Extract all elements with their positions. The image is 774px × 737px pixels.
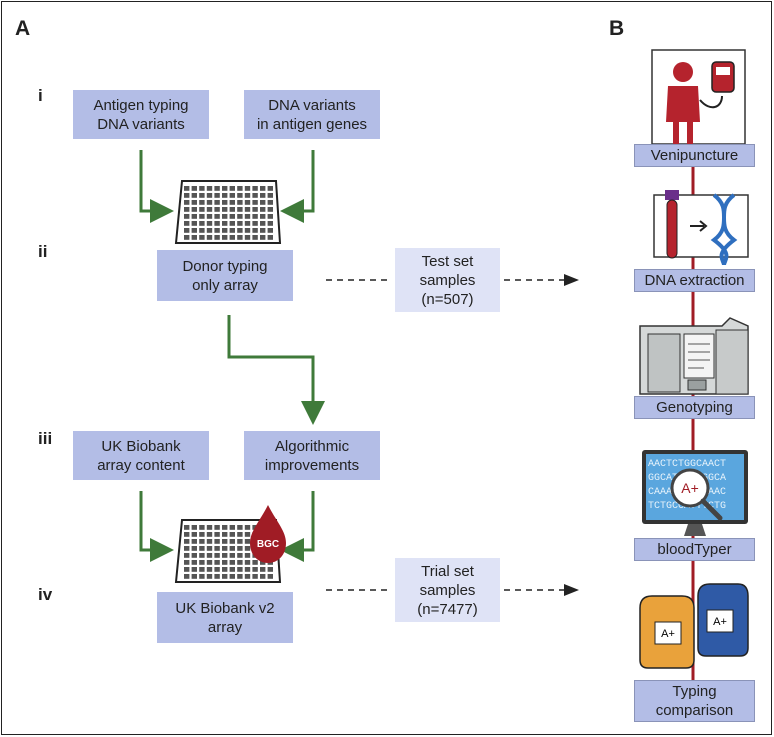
panel-b-label: B: [609, 17, 625, 40]
step-i-label: i: [38, 86, 43, 105]
step-iii-label: iii: [38, 429, 53, 448]
trial-set-box: Trial set samples (n=7477): [395, 558, 500, 622]
typing-comparison-label: Typing comparison: [634, 680, 755, 722]
arrow-improvements-to-v2: [280, 491, 315, 562]
algorithmic-improvements-box: Algorithmic improvements: [244, 431, 380, 480]
step-iv-label: iv: [38, 585, 53, 604]
panel-a-label: A: [15, 17, 31, 40]
arrow-array-to-improvements: [227, 315, 325, 425]
dna-variants-box: DNA variants in antigen genes: [244, 90, 380, 139]
uk-biobank-v2-box: UK Biobank v2 array: [157, 592, 293, 643]
test-set-box: Test set samples (n=507): [395, 248, 500, 312]
arrow-antigen-to-array: [139, 150, 174, 223]
step-ii-label: ii: [38, 242, 48, 261]
arrow-biobank-to-v2: [139, 491, 174, 562]
antigen-typing-box: Antigen typing DNA variants: [73, 90, 209, 139]
donor-typing-box: Donor typing only array: [157, 250, 293, 301]
uk-biobank-content-box: UK Biobank array content: [73, 431, 209, 480]
arrow-variants-to-array: [280, 150, 315, 223]
dna-extraction-label: DNA extraction: [634, 269, 755, 292]
venipuncture-label: Venipuncture: [634, 144, 755, 167]
bloodtyper-label: bloodTyper: [634, 538, 755, 561]
genotyping-label: Genotyping: [634, 396, 755, 419]
